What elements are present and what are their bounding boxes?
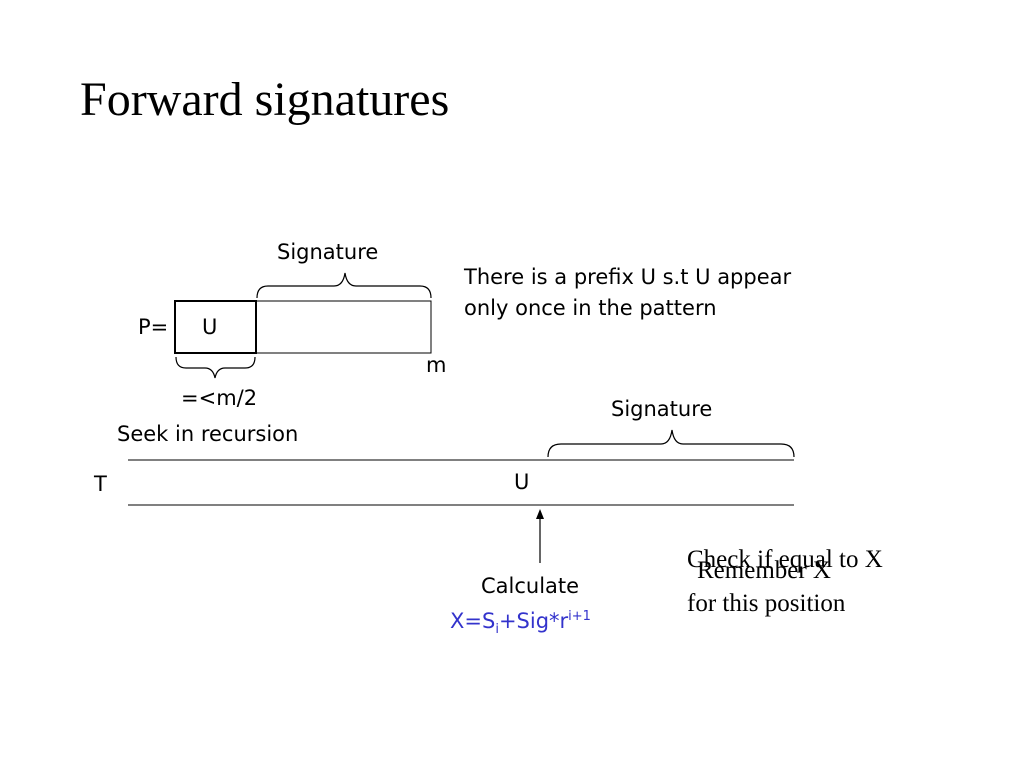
formula-superscript: i+1	[568, 609, 591, 624]
text-t-label: T	[94, 472, 107, 496]
text-u-label: U	[514, 470, 530, 494]
prefix-length-label: =<m/2	[181, 386, 258, 410]
pattern-prefix-label: U	[202, 315, 218, 339]
prefix-box	[174, 300, 257, 354]
note-line-2: only once in the pattern	[464, 296, 717, 320]
prefix-length-brace	[175, 356, 256, 379]
formula-prefix: X=S	[450, 609, 496, 633]
pattern-signature-label: Signature	[277, 240, 379, 264]
check-line-1: Check if equal to X	[687, 546, 883, 573]
pattern-signature-brace	[256, 272, 432, 299]
arrow-head	[536, 509, 544, 519]
formula-subscript: i	[495, 622, 499, 638]
calculate-label: Calculate	[481, 574, 580, 598]
pattern-end-label: m	[426, 353, 447, 377]
pattern-p-label: P=	[138, 315, 169, 339]
formula-middle: +Sig*r	[498, 609, 569, 633]
text-signature-brace	[547, 429, 795, 458]
note-line-1: There is a prefix U s.t U appear	[464, 265, 792, 289]
page-title: Forward signatures	[80, 73, 450, 126]
remember-x-text: Remember X	[697, 557, 831, 584]
calculate-formula: X=Si+Sig*ri+1	[450, 604, 591, 643]
recursion-label: Seek in recursion	[117, 422, 299, 446]
text-signature-label: Signature	[611, 397, 713, 421]
check-line-2: for this position	[687, 590, 846, 617]
